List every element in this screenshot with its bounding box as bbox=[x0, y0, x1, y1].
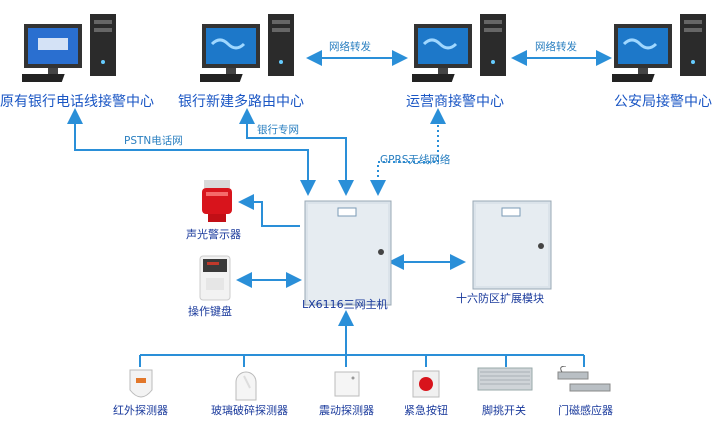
label-forward-2: 网络转发 bbox=[535, 41, 577, 53]
detector-label-5: 脚挑开关 bbox=[482, 404, 526, 417]
detector-label-2: 玻璃破碎探测器 bbox=[211, 404, 288, 417]
foot-switch-icon bbox=[477, 367, 533, 391]
alarm-light-device bbox=[198, 178, 238, 230]
detector-label-6: 门磁感应器 bbox=[558, 404, 613, 417]
center-label-police: 公安局接警中心 bbox=[614, 94, 712, 110]
computer-bank-router bbox=[177, 10, 300, 92]
label-alarm-light: 声光警示器 bbox=[186, 228, 241, 241]
center-label-operator: 运营商接警中心 bbox=[406, 94, 504, 110]
emergency-button bbox=[411, 369, 441, 403]
center-label-bank-router: 银行新建多路由中心 bbox=[178, 94, 304, 110]
detector-label-3: 震动探测器 bbox=[319, 404, 374, 417]
infrared-detector bbox=[127, 368, 155, 406]
keypad-device bbox=[198, 254, 232, 306]
detector-label-4: 紧急按钮 bbox=[404, 404, 448, 417]
emergency-button-icon bbox=[412, 370, 440, 398]
computer-police bbox=[589, 10, 712, 92]
label-gprs: GPRS无线网络 bbox=[380, 154, 451, 166]
bank-private-line bbox=[239, 108, 354, 196]
label-bank-private: 银行专网 bbox=[257, 124, 299, 136]
infrared-detector-icon bbox=[129, 369, 153, 398]
door-magnet-icon bbox=[557, 365, 611, 392]
host-box bbox=[304, 200, 392, 310]
center-label-bank-phone: 原有银行电话线接警中心 bbox=[0, 94, 154, 110]
siren-icon bbox=[202, 180, 232, 222]
cabinet-icon bbox=[472, 200, 552, 290]
detector-label-1: 红外探测器 bbox=[113, 404, 168, 417]
computer-bank-phone bbox=[0, 10, 122, 92]
vibration-detector-icon bbox=[334, 371, 360, 397]
door-magnet-sensor bbox=[556, 365, 614, 400]
foot-switch bbox=[476, 364, 534, 402]
expansion-box bbox=[472, 200, 552, 294]
glass-break-detector-icon bbox=[235, 371, 257, 401]
computer-icon bbox=[0, 14, 116, 82]
computer-icon bbox=[177, 14, 294, 82]
computer-icon bbox=[589, 14, 706, 82]
keypad-icon bbox=[199, 255, 231, 301]
label-forward-1: 网络转发 bbox=[329, 41, 371, 53]
label-expansion: 十六防区扩展模块 bbox=[456, 292, 544, 305]
cabinet-icon bbox=[304, 200, 392, 306]
label-keypad: 操作键盘 bbox=[188, 305, 232, 318]
computer-operator bbox=[389, 10, 512, 92]
label-pstn: PSTN电话网 bbox=[124, 135, 183, 147]
glass-break-detector bbox=[232, 368, 260, 406]
gprs-line bbox=[370, 108, 446, 196]
alarm-line bbox=[238, 194, 300, 227]
vibration-detector bbox=[333, 370, 361, 404]
label-host: LX6116三网主机 bbox=[302, 298, 388, 311]
computer-icon bbox=[389, 14, 506, 82]
